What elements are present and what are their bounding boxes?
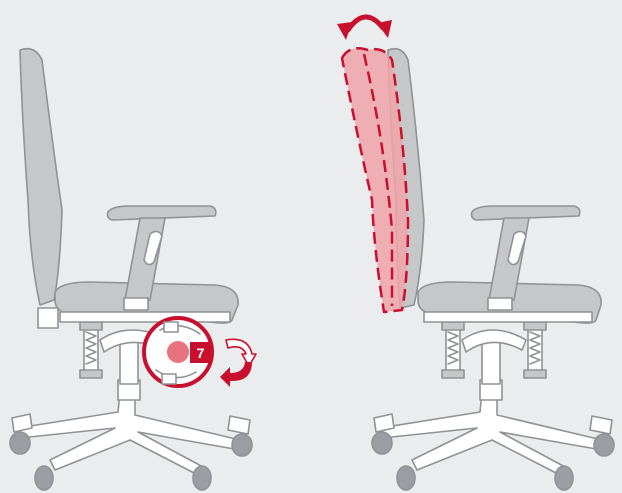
chair-right-seat-frame bbox=[424, 312, 592, 322]
chair-left-back-bracket bbox=[38, 308, 58, 328]
tension-knob-callout: 7 bbox=[144, 318, 212, 386]
chair-left-gas-lift bbox=[120, 342, 138, 384]
chair-right-base bbox=[374, 380, 612, 475]
caster-wheel bbox=[397, 466, 415, 490]
rotate-solid-arrow-icon bbox=[220, 362, 252, 387]
step-number: 7 bbox=[197, 345, 205, 361]
tilt-arrow-icon bbox=[337, 17, 392, 40]
caster-wheel bbox=[232, 434, 252, 456]
chair-left-seat-frame bbox=[60, 312, 230, 322]
caster-wheel bbox=[594, 434, 614, 456]
caster-wheel bbox=[555, 466, 573, 490]
chair-left: 7 bbox=[10, 49, 256, 490]
chair-right bbox=[337, 17, 614, 490]
chair-left-backrest bbox=[20, 49, 62, 305]
tension-knob bbox=[167, 341, 189, 363]
caster-wheel bbox=[372, 432, 392, 454]
rotate-hollow-arrow-icon bbox=[226, 339, 256, 366]
caster-wheel bbox=[10, 432, 30, 454]
chair-right-gas-lift bbox=[482, 342, 500, 384]
caster-wheel bbox=[35, 466, 53, 490]
caster-wheel bbox=[193, 466, 211, 490]
chair-left-base bbox=[12, 380, 250, 475]
